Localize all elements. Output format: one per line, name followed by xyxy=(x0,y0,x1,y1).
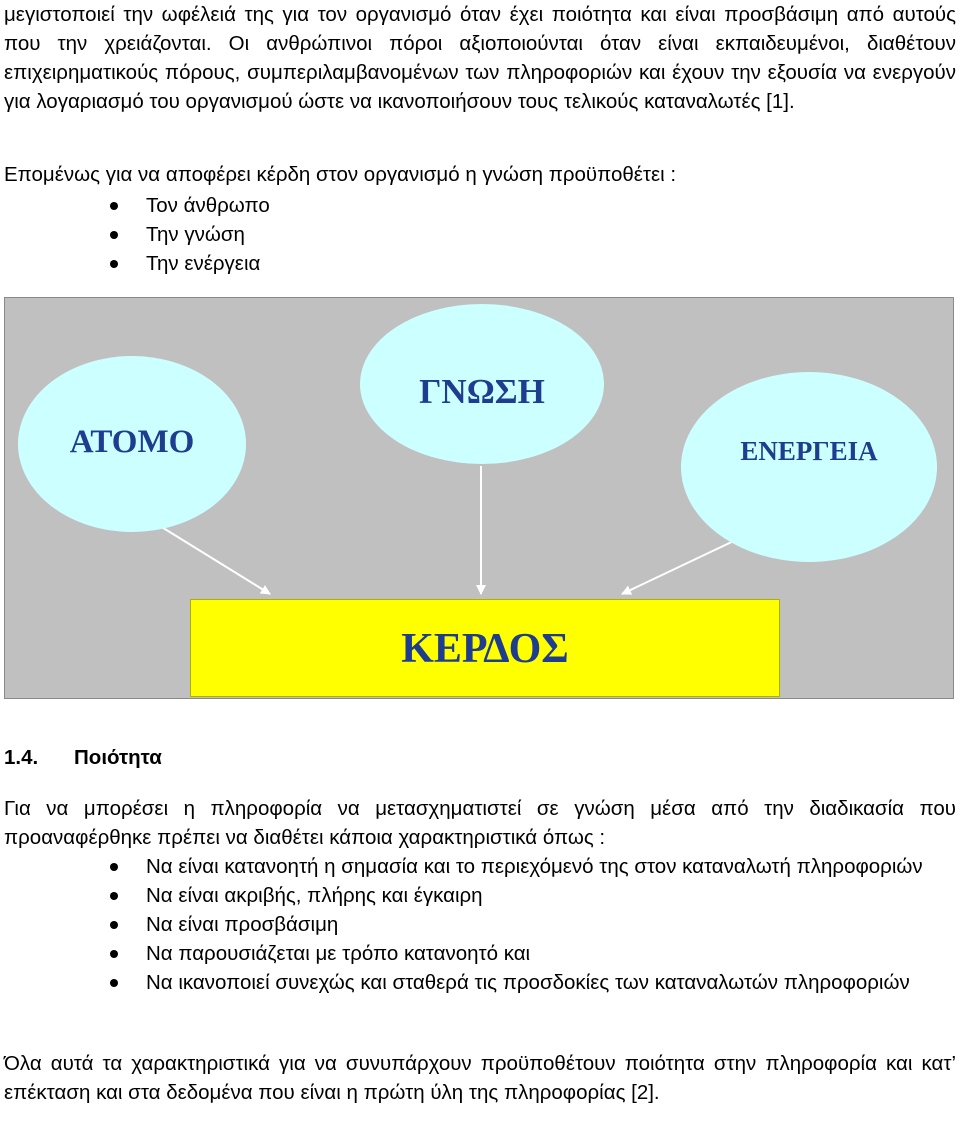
paragraph-closing: Όλα αυτά τα χαρακτηριστικά για να συνυπά… xyxy=(4,1052,956,1104)
paragraph-quality-intro: Για να μπορέσει η πληροφορία να μετασχημ… xyxy=(4,797,956,849)
paragraph-intro: Επομένως για να αποφέρει κέρδη στον οργα… xyxy=(4,163,677,186)
node-kerdos-label: ΚΕΡΔΟΣ xyxy=(401,626,569,672)
node-atomo-label: ΑΤΟΜΟ xyxy=(69,424,195,460)
list-item: Να είναι ακριβής, πλήρης και έγκαιρη xyxy=(0,881,956,910)
diagram-arrows xyxy=(159,466,741,595)
arrow-atomo-to-kerdos xyxy=(159,525,271,595)
list-item: Να παρουσιάζεται με τρόπο κατανοητό και xyxy=(0,939,956,968)
list-item: Την γνώση xyxy=(0,220,600,249)
node-atomo: ΑΤΟΜΟ xyxy=(18,356,246,532)
prerequisites-list: Τον άνθρωπο Την γνώση Την ενέργεια xyxy=(0,191,600,278)
characteristics-list: Να είναι κατανοητή η σημασία και το περι… xyxy=(0,852,956,997)
section-title: Ποιότητα xyxy=(74,746,162,769)
section-heading: 1.4. Ποιότητα xyxy=(4,743,162,772)
node-kerdos: ΚΕΡΔΟΣ xyxy=(190,599,780,697)
node-gnosi-label: ΓΝΩΣΗ xyxy=(419,372,545,411)
list-item: Την ενέργεια xyxy=(0,249,600,278)
paragraph-top: μεγιστοποιεί την ωφέλειά της για τον οργ… xyxy=(4,3,956,113)
arrow-energeia-to-kerdos xyxy=(621,537,741,595)
list-item: Να είναι κατανοητή η σημασία και το περι… xyxy=(0,852,956,881)
node-energeia: ΕΝΕΡΓΕΙΑ xyxy=(681,372,937,562)
node-energeia-label: ΕΝΕΡΓΕΙΑ xyxy=(740,436,878,466)
profit-diagram: ΑΤΟΜΟ ΓΝΩΣΗ ΕΝΕΡΓΕΙΑ ΚΕΡΔΟΣ xyxy=(4,297,954,699)
list-item: Να ικανοποιεί συνεχώς και σταθερά τις πρ… xyxy=(0,968,956,997)
section-number: 1.4. xyxy=(4,746,39,769)
list-item: Τον άνθρωπο xyxy=(0,191,600,220)
node-gnosi: ΓΝΩΣΗ xyxy=(360,304,604,464)
list-item: Να είναι προσβάσιμη xyxy=(0,910,956,939)
